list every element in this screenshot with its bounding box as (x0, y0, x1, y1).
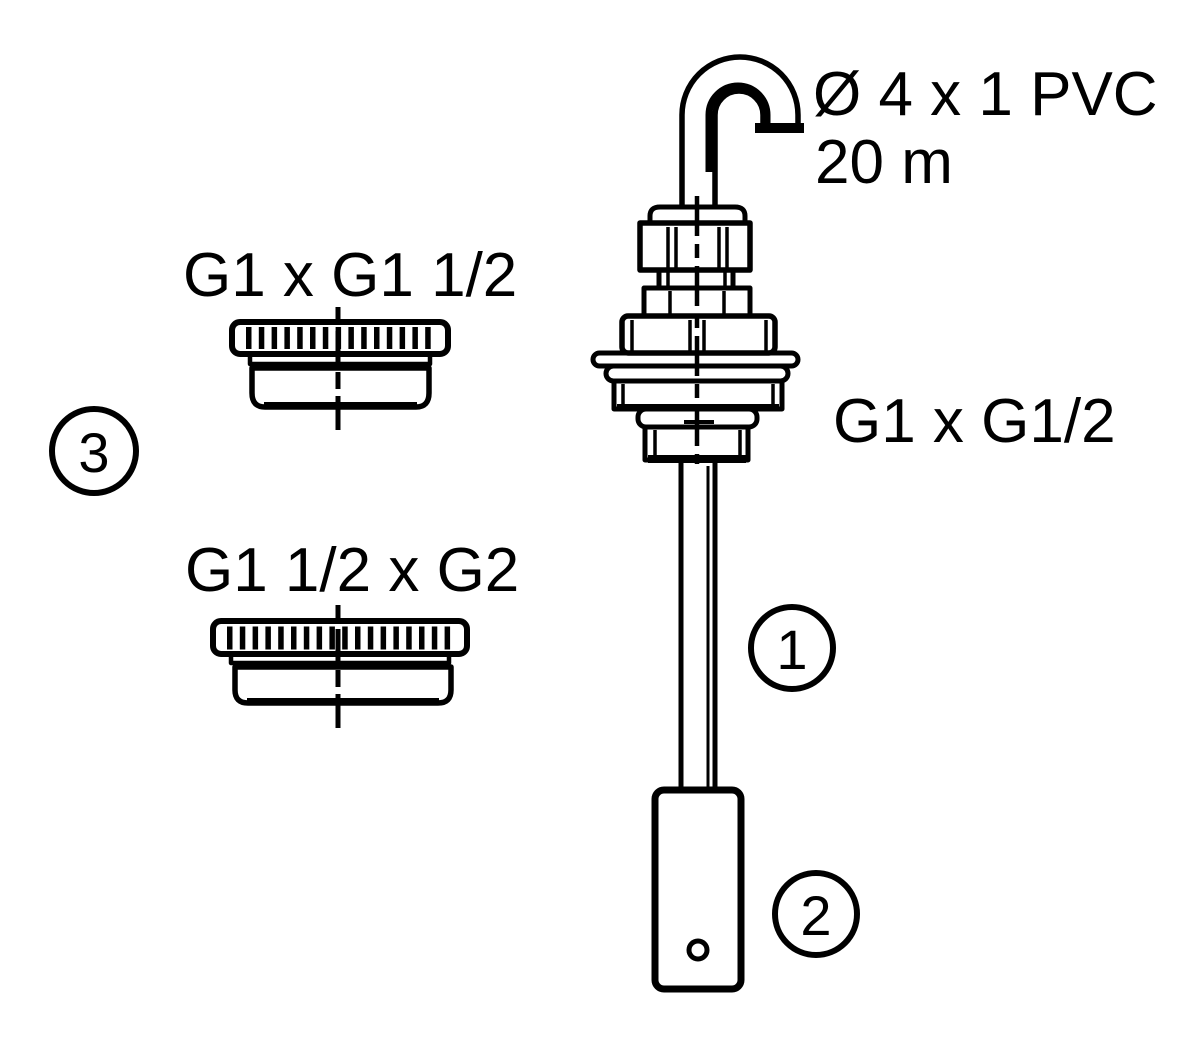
callout-circle (772, 870, 860, 958)
knurled-ring (210, 618, 470, 657)
adapter-shoulder (228, 654, 452, 666)
compression-fitting (590, 196, 801, 464)
adapter-shoulder (247, 354, 433, 367)
probe-assembly (590, 54, 804, 993)
callout-number: 2 (800, 884, 831, 947)
adapter-small-label: G1 x G1 1/2 (183, 241, 517, 310)
callout-3: 3 (49, 406, 139, 496)
callout-number: 3 (78, 421, 109, 484)
adapter-large-group (210, 605, 470, 732)
cable-spec-label-line2: 20 m (815, 128, 953, 197)
callout-circle (748, 604, 836, 692)
cable-outer-wall (679, 54, 801, 209)
probe-electrode-body (651, 786, 745, 993)
cable-inner-wall (712, 88, 766, 209)
adapter-large-label: G1 1/2 x G2 (185, 536, 519, 605)
cable-hook (679, 54, 804, 209)
adapter-thread-body (232, 664, 454, 706)
callout-2: 2 (772, 870, 860, 958)
probe-shaft (678, 463, 718, 792)
callout-1: 1 (748, 604, 836, 692)
callout-number: 1 (776, 618, 807, 681)
adapter-small-group (229, 307, 451, 434)
callout-circle (49, 406, 139, 496)
probe-thread-label: G1 x G1/2 (833, 387, 1116, 456)
electrode-housing (651, 786, 745, 993)
gland-cap (647, 204, 748, 226)
electrode-hole (686, 938, 710, 962)
knurled-ring (229, 319, 451, 357)
cable-bore-line (705, 82, 771, 172)
cable-spec-label-line1: Ø 4 x 1 PVC (813, 60, 1158, 129)
